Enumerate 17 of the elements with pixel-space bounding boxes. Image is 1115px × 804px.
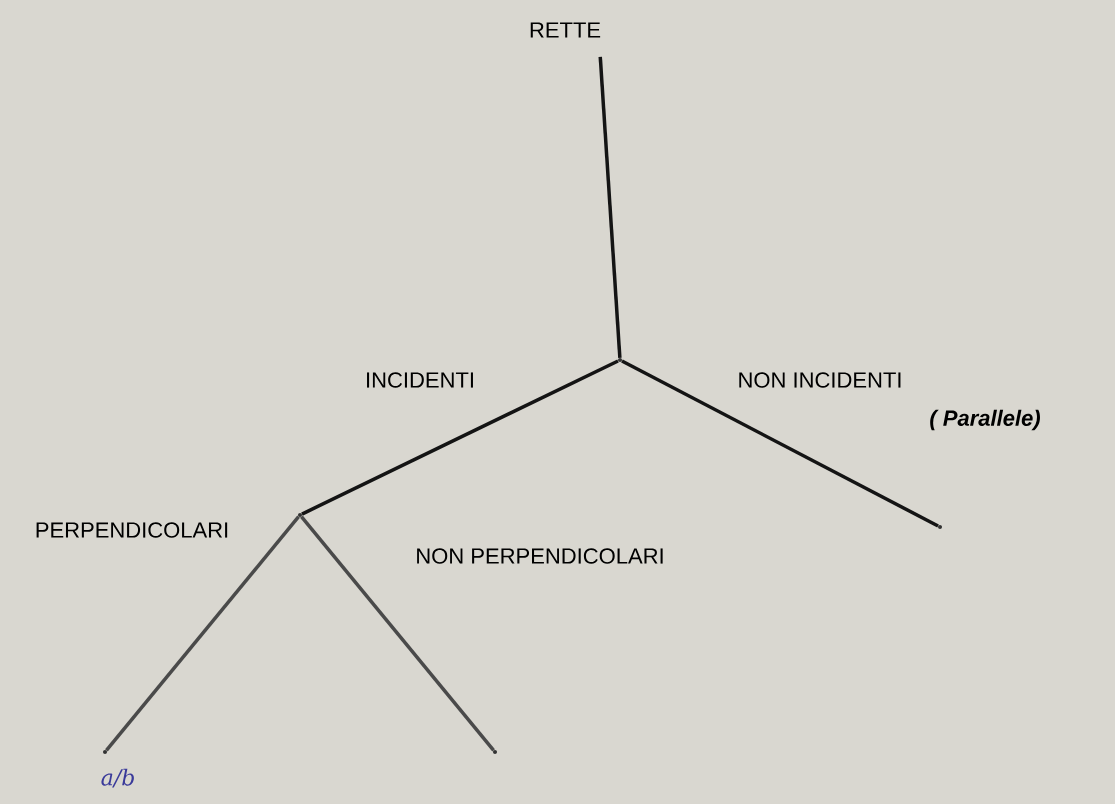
tree-line [105,515,300,752]
branch-point [493,750,497,754]
tree-line [598,56,622,358]
tree-line [300,515,495,752]
branch-point [103,750,107,754]
branch-label: PERPENDICOLARI [33,521,231,539]
branch-point [298,513,302,517]
handwritten-note: a/b [101,768,134,788]
note-label: ( Parallele) [930,409,1040,431]
text-label: RETTE [530,22,601,38]
branch-label: NON INCIDENTI [736,371,904,389]
branch-label: INCIDENTI [364,371,476,389]
tree-line [301,359,619,516]
branch-point [618,358,622,362]
branch-label: NON PERPENDICOLARI [414,547,666,565]
branch-point [938,525,942,529]
tree-line [621,359,939,528]
